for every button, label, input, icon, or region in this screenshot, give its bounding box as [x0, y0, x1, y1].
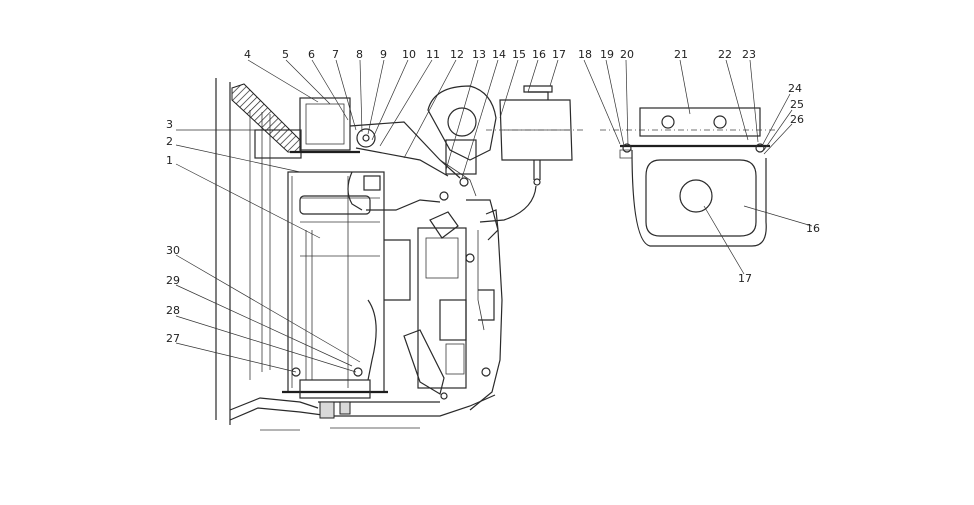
label-5: 5 [282, 48, 289, 61]
pump-housing [417, 227, 467, 389]
label-26: 26 [790, 113, 804, 126]
label-16-detail: 16 [806, 222, 820, 235]
label-25: 25 [790, 98, 804, 111]
engine-assembly-view [215, 78, 503, 431]
detail-port [679, 179, 713, 213]
label-29: 29 [166, 274, 180, 287]
detail-tank-outline [645, 159, 757, 237]
label-23: 23 [742, 48, 756, 61]
label-21: 21 [674, 48, 688, 61]
label-19: 19 [600, 48, 614, 61]
compressor [427, 85, 497, 161]
label-10: 10 [402, 48, 416, 61]
detail-top-bracket [639, 107, 761, 137]
label-6: 6 [308, 48, 315, 61]
leader-lines [175, 59, 813, 373]
label-8: 8 [356, 48, 363, 61]
label-14: 14 [492, 48, 506, 61]
label-12: 12 [450, 48, 464, 61]
detail-view [600, 107, 776, 247]
label-27: 27 [166, 332, 180, 345]
label-3: 3 [166, 118, 173, 131]
pulley-upper [356, 128, 376, 148]
label-4: 4 [244, 48, 251, 61]
label-24: 24 [788, 82, 802, 95]
label-2: 2 [166, 135, 173, 148]
label-16: 16 [532, 48, 546, 61]
radiator-hatched-strip [231, 83, 301, 153]
label-13: 13 [472, 48, 486, 61]
label-18: 18 [578, 48, 592, 61]
label-20: 20 [620, 48, 634, 61]
label-28: 28 [166, 304, 180, 317]
label-15: 15 [512, 48, 526, 61]
part-number-labels: 4 5 6 7 8 9 10 11 12 13 14 15 16 17 18 1… [166, 48, 820, 345]
label-11: 11 [426, 48, 440, 61]
expansion-tank [479, 85, 586, 223]
top-block [299, 97, 351, 151]
label-22: 22 [718, 48, 732, 61]
label-17-detail: 17 [738, 272, 752, 285]
label-1: 1 [166, 154, 173, 167]
label-9: 9 [380, 48, 387, 61]
label-7: 7 [332, 48, 339, 61]
label-17: 17 [552, 48, 566, 61]
label-30: 30 [166, 244, 180, 257]
